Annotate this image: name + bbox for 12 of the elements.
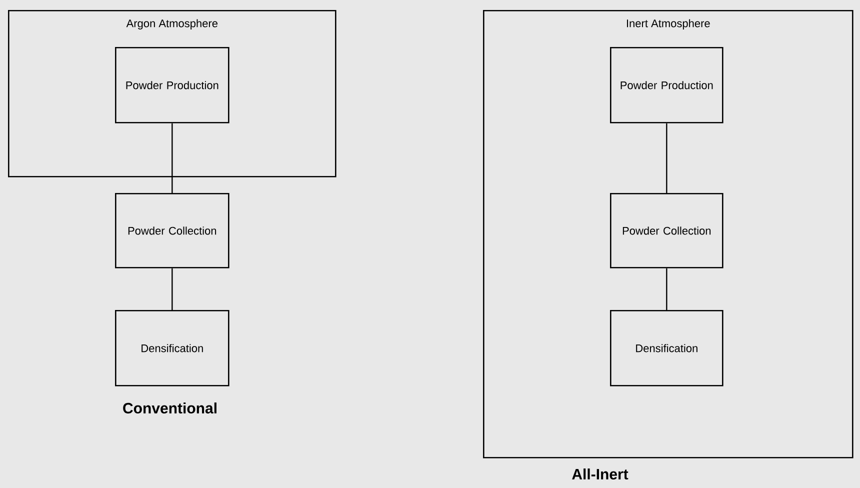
connector-line bbox=[666, 123, 668, 193]
process-box: Powder Production bbox=[115, 47, 230, 124]
diagram-caption: All-Inert bbox=[572, 468, 628, 480]
process-box: Powder Collection bbox=[610, 193, 724, 268]
diagram-caption: Conventional bbox=[123, 402, 216, 414]
process-box: Densification bbox=[115, 310, 230, 386]
connector-line bbox=[172, 123, 173, 193]
connector-line bbox=[666, 268, 668, 310]
process-box: Powder Production bbox=[610, 47, 724, 124]
connector-line bbox=[172, 268, 173, 310]
process-box: Densification bbox=[610, 310, 724, 386]
process-box: Powder Collection bbox=[115, 193, 230, 268]
